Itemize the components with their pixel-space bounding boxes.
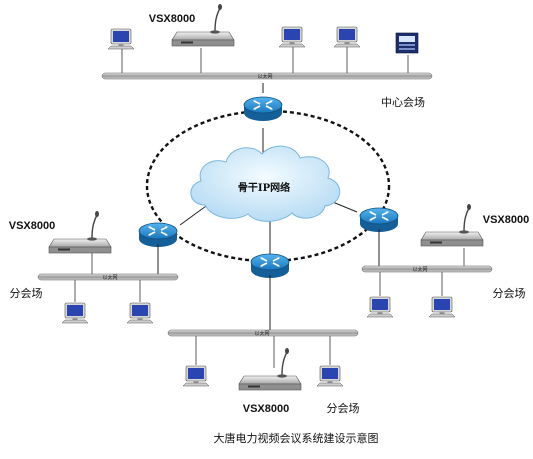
site-bottom: 以太网 VSX8000 分会场 [167, 329, 360, 415]
bottom-device-label: VSX8000 [243, 403, 289, 415]
pc-icon [126, 302, 154, 324]
bottom-site-label: 分会场 [327, 401, 360, 415]
pc-icon [333, 26, 361, 48]
router-left [138, 222, 178, 248]
mcu-server-icon [395, 32, 419, 54]
pc-icon [182, 365, 210, 387]
site-left: 以太网 VSX8000 分会场 [9, 210, 179, 324]
left-site-label: 分会场 [10, 286, 43, 300]
codec-icon [48, 210, 112, 254]
lan-uplinks [157, 83, 380, 333]
router-bottom [250, 253, 290, 279]
central-ethernet-label: 以太网 [257, 73, 272, 80]
pc-icon [61, 302, 89, 324]
left-ethernet-bus [37, 273, 179, 281]
bottom-ethernet-label: 以太网 [254, 330, 269, 337]
pc-icon [366, 296, 394, 318]
left-ethernet-label: 以太网 [102, 274, 117, 281]
pc-icon [278, 26, 306, 48]
right-site-label: 分会场 [493, 286, 526, 300]
bottom-ethernet-bus [167, 329, 359, 337]
left-device-label: VSX8000 [9, 220, 55, 232]
diagram-caption: 大唐电力视频会议系统建设示意图 [214, 431, 379, 445]
backbone-label: 骨干IP网络 [238, 181, 290, 194]
codec-icon [420, 203, 484, 247]
router-right [359, 207, 399, 233]
central-site-label: 中心会场 [381, 95, 425, 109]
central-device-label: VSX8000 [149, 13, 195, 25]
central-ethernet-bus [101, 72, 433, 80]
right-ethernet-label: 以太网 [412, 266, 427, 273]
right-device-label: VSX8000 [483, 214, 529, 226]
pc-icon [107, 28, 135, 50]
backbone-cloud: 骨干IP网络 [190, 145, 341, 222]
site-central: 以太网 VSX8000 中心会场 [101, 3, 433, 109]
right-ethernet-bus [361, 265, 493, 273]
codec-icon [238, 347, 302, 391]
pc-icon [428, 296, 456, 318]
router-central [243, 96, 283, 122]
pc-icon [316, 365, 344, 387]
codec-icon [171, 3, 235, 47]
site-right: 以太网 VSX8000 分会场 [361, 203, 529, 318]
